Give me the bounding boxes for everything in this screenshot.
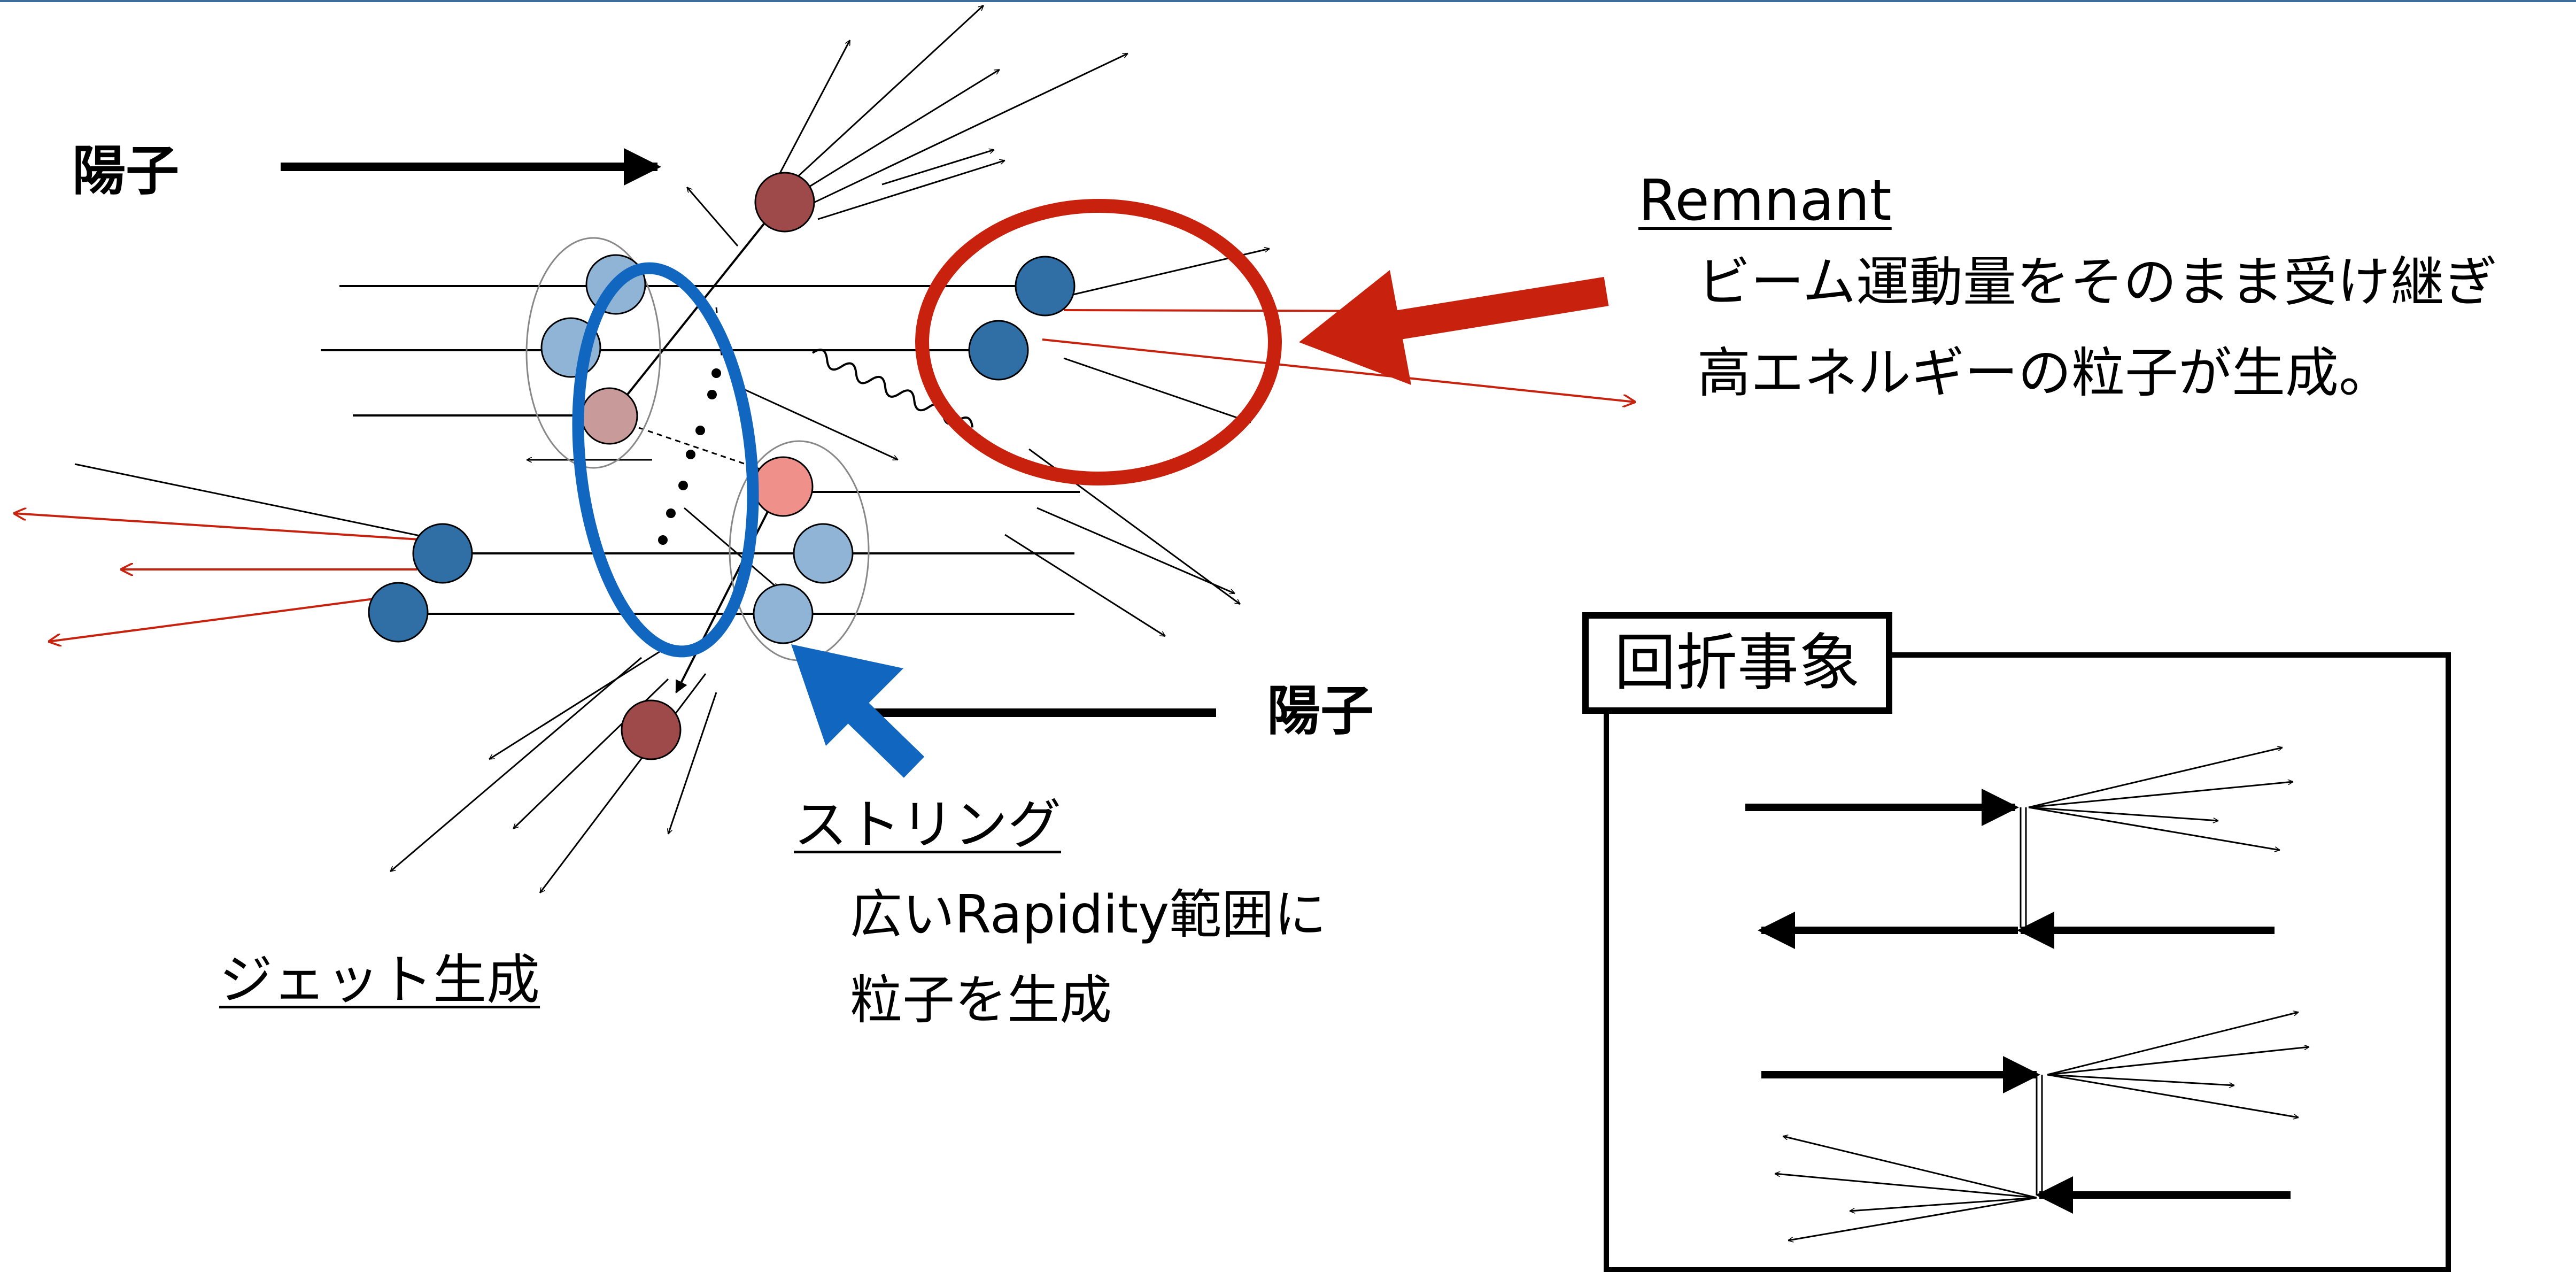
spray-upper <box>686 5 1128 246</box>
remnant-ellipse <box>915 199 1282 485</box>
string-pointer-arrow <box>791 644 925 778</box>
particle-blue <box>412 523 473 584</box>
particle-salmon <box>753 456 814 517</box>
diffractive-single <box>1745 747 2293 949</box>
proton-label-bottom: 陽子 <box>1267 680 1374 742</box>
diffractive-double <box>1761 1012 2309 1240</box>
remnant-description-line2: 高エネルギーの粒子が生成。 <box>1697 342 2392 404</box>
particle-brown-bottom <box>621 699 682 760</box>
string-ellipse <box>572 262 759 658</box>
particle-light-blue <box>793 523 854 584</box>
string-description-line1: 広いRapidity範囲に <box>850 884 1327 945</box>
particle-blue <box>368 582 429 643</box>
remnant-description-line1: ビーム運動量をそのまま受け継ぎ <box>1697 251 2497 313</box>
string-dots <box>658 368 721 545</box>
particle-blue <box>968 320 1029 381</box>
remnant-title: Remnant <box>1638 168 1892 233</box>
particle-pink <box>581 387 638 445</box>
group-ellipse-left <box>525 237 661 469</box>
jet-spray <box>390 507 778 893</box>
diffractive-box <box>1604 652 2451 1272</box>
particle-brown-top <box>754 172 815 233</box>
remnant-arrows <box>527 249 1270 637</box>
diffractive-title-text: 回折事象 <box>1614 627 1860 699</box>
particles <box>368 172 1076 760</box>
top-rule <box>0 0 2576 2</box>
string-description-line2: 粒子を生成 <box>850 970 1112 1031</box>
particle-blue <box>1015 256 1076 317</box>
diffractive-title: 回折事象 <box>1582 612 1892 714</box>
remnant-pointer-arrow <box>1299 270 1609 385</box>
string-title: ストリング <box>794 793 1061 856</box>
jet-label: ジェット生成 <box>219 949 540 1011</box>
proton-label-top: 陽子 <box>72 140 179 202</box>
particle-light-blue <box>753 583 814 644</box>
